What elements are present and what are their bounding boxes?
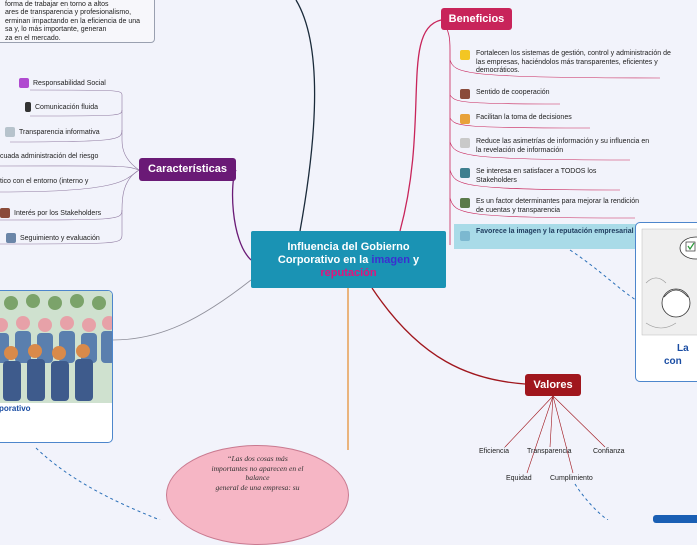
cartoon-caption: La con	[664, 343, 689, 367]
quote-line: importantes no aparecen en el	[211, 463, 304, 473]
caracteristica-item[interactable]: cuada administración del riesgo	[0, 153, 99, 160]
valor-item[interactable]: Transparencia	[527, 448, 572, 455]
beneficios-node[interactable]: Beneficios	[441, 8, 512, 30]
caracteristica-item[interactable]: Comunicación fluida	[25, 102, 98, 112]
lightbulb-icon	[460, 50, 470, 60]
central-line-3: reputación	[320, 267, 377, 279]
people-icon	[0, 208, 10, 218]
people-icon	[460, 89, 470, 99]
caracteristicas-node[interactable]: Características	[139, 158, 236, 181]
crowd-caption: orporativo	[0, 404, 31, 413]
favorece-item[interactable]: Favorece la imagen y la reputación empre…	[454, 224, 644, 249]
caracteristica-item[interactable]: Interés por los Stakeholders	[0, 208, 101, 218]
partial-node[interactable]	[653, 515, 697, 523]
quote-line: “Las dos cosas más	[227, 454, 288, 463]
crowd-image-card[interactable]: orporativo	[0, 290, 113, 443]
valor-item[interactable]: Cumplimiento	[550, 475, 593, 482]
caracteristica-item[interactable]: Responsabilidad Social	[19, 78, 106, 88]
valor-item[interactable]: Confianza	[593, 448, 625, 455]
person-icon	[460, 168, 470, 178]
caracteristica-item[interactable]: Seguimiento y evaluación	[6, 233, 100, 243]
folder-icon	[460, 114, 470, 124]
note-line: forma de trabajar en torno a altos	[5, 1, 109, 8]
note-line: erminan impactando en la eficiencia de u…	[5, 17, 141, 25]
money-icon	[460, 198, 470, 208]
note-line: ares de transparencia y profesionalismo,	[5, 9, 132, 17]
chart-icon	[6, 233, 16, 243]
cartoon-image-card[interactable]: La con	[635, 222, 697, 382]
valores-node[interactable]: Valores	[525, 374, 581, 396]
phone-icon	[25, 102, 31, 112]
caracteristica-item[interactable]: tico con el entorno (interno y	[0, 178, 89, 185]
cartoon-illustration	[641, 228, 697, 336]
quote-line: balance	[245, 473, 270, 482]
handshake-icon	[5, 127, 15, 137]
top-note[interactable]: forma de trabajar en torno a altos ares …	[0, 0, 155, 43]
valor-item[interactable]: Equidad	[506, 475, 532, 482]
quote-line: general de una empresa: su	[215, 482, 300, 492]
crowd-illustration	[0, 291, 112, 403]
connector-lines	[0, 0, 661, 520]
central-line-2: Corporativo en la imagen y	[277, 254, 420, 266]
check-icon	[19, 78, 29, 88]
note-line: za en el mercado.	[5, 34, 61, 42]
scale-icon	[460, 138, 470, 148]
image-icon	[460, 231, 470, 241]
central-line-1: Influencia del Gobierno	[287, 241, 410, 253]
caracteristica-item[interactable]: Transparencia informativa	[5, 127, 100, 137]
valor-item[interactable]: Eficiencia	[479, 448, 509, 455]
quote-bubble[interactable]: “Las dos cosas más importantes no aparec…	[166, 445, 349, 545]
central-topic[interactable]: Influencia del Gobierno Corporativo en l…	[251, 231, 446, 288]
note-line: sa y, lo más importante, generan	[5, 26, 107, 34]
